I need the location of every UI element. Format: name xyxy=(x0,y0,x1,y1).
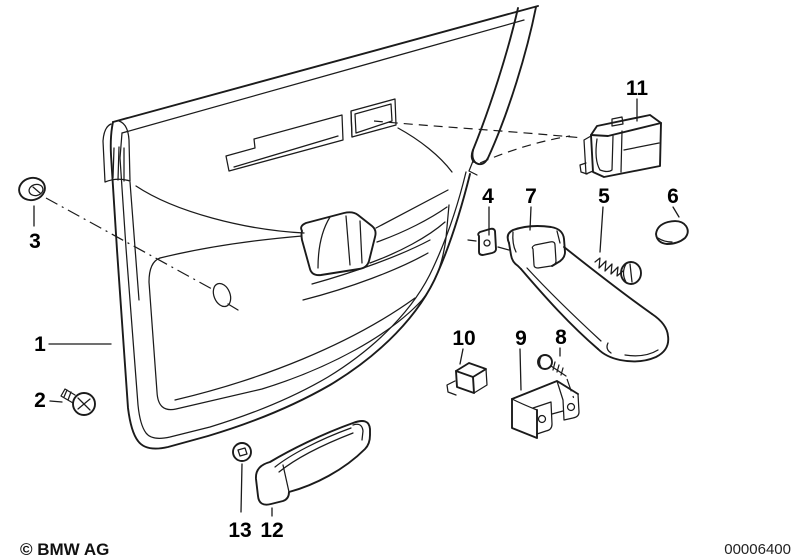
cap-part-6 xyxy=(655,220,689,245)
callout-8[interactable]: 8 xyxy=(555,326,567,349)
leader-2 xyxy=(49,400,63,403)
callout-10[interactable]: 10 xyxy=(452,327,475,350)
clip-part-10 xyxy=(446,362,488,396)
grip-pocket xyxy=(300,211,377,277)
screw-part-8 xyxy=(537,354,567,377)
grip-flap-lines xyxy=(345,215,363,266)
inset-outline xyxy=(148,204,450,411)
inset-inner-seam xyxy=(174,297,416,401)
callout-3[interactable]: 3 xyxy=(29,230,41,253)
callout-1[interactable]: 1 xyxy=(34,333,46,356)
ashtray-box-part-11 xyxy=(579,114,662,178)
pillar-inner-line xyxy=(129,181,140,301)
callout-12[interactable]: 12 xyxy=(260,519,283,542)
seam-line-1 xyxy=(311,239,431,285)
grommet-part-3 xyxy=(18,176,46,202)
leader-5 xyxy=(599,206,604,253)
switch-recess-left-inner xyxy=(233,135,339,168)
document-number: 00006400 xyxy=(724,541,791,558)
clip-part-4 xyxy=(467,227,510,256)
rail-right-segment xyxy=(397,127,453,173)
sail-trim-left-line xyxy=(470,7,519,163)
switch-recess-left xyxy=(225,114,344,172)
callout-5[interactable]: 5 xyxy=(598,185,610,208)
leader-6 xyxy=(672,206,680,218)
leader-13 xyxy=(240,463,243,513)
leader-9 xyxy=(519,348,522,391)
rail-bottom-sweep xyxy=(135,185,305,234)
panel-top-edge-outer xyxy=(112,5,539,123)
switch-hole-right-inner xyxy=(354,103,393,134)
callout-2[interactable]: 2 xyxy=(34,389,46,412)
screw-part-2 xyxy=(60,388,96,416)
pillar-cap-hatch xyxy=(112,146,125,182)
washer-part-13 xyxy=(232,442,252,462)
callout-13[interactable]: 13 xyxy=(228,519,251,542)
panel-outer-contour xyxy=(109,121,471,450)
callout-9[interactable]: 9 xyxy=(515,327,527,350)
panel-inner-offset xyxy=(119,132,467,439)
dashline-grommet-to-hole xyxy=(45,197,213,290)
panel-top-edge-inner xyxy=(121,19,525,134)
ledge-line-3 xyxy=(369,221,446,264)
leader-7 xyxy=(529,206,532,231)
leader-lines xyxy=(33,98,680,517)
dashline-sail-to-ashtray xyxy=(479,135,571,164)
sail-trim-right-line xyxy=(471,6,537,166)
switch-hole-right xyxy=(350,98,397,138)
ledge-line-2 xyxy=(376,206,448,243)
ledge-line-1 xyxy=(375,189,449,229)
callout-4[interactable]: 4 xyxy=(482,185,494,208)
sail-trim-foot xyxy=(468,160,478,176)
seam-line-2 xyxy=(302,252,429,301)
callout-11[interactable]: 11 xyxy=(626,77,649,100)
pillar-cap xyxy=(102,120,131,183)
spring-screw-part-5 xyxy=(594,257,642,285)
grip-inner-curve xyxy=(317,216,331,269)
door-panel-drawing xyxy=(102,5,539,450)
callout-6[interactable]: 6 xyxy=(667,185,679,208)
bracket-part-9 xyxy=(511,380,580,439)
inset-top-seam xyxy=(159,235,303,259)
panel-screw-hole xyxy=(212,282,239,311)
copyright-text: © BMW AG xyxy=(20,540,109,559)
leader-10 xyxy=(459,348,464,365)
dashline-panel-to-ashtray xyxy=(373,120,584,139)
pull-handle-part-12 xyxy=(255,420,371,506)
armrest-part-7 xyxy=(506,225,670,363)
callout-7[interactable]: 7 xyxy=(525,185,537,208)
